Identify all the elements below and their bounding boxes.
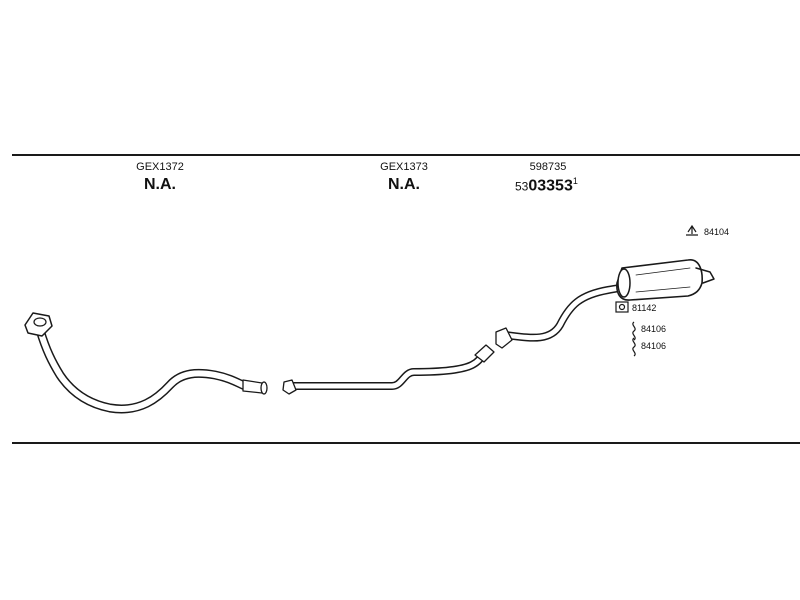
top-divider: [12, 154, 800, 156]
hanger-icon: [686, 224, 698, 236]
part-spring-number-1: 84106: [641, 324, 667, 334]
bottom-divider: [12, 442, 800, 444]
oem-suffix: 1: [572, 176, 578, 186]
spring-icon: [632, 321, 636, 341]
rear-muffler-code: 598735: [529, 161, 567, 173]
middle-pipe-status: N.A.: [388, 176, 420, 193]
part-icons: [615, 224, 698, 357]
oem-main: 03353: [528, 177, 573, 195]
front-pipe-code: GEX1372: [136, 161, 184, 173]
gasket-icon: [615, 301, 629, 313]
rear-muffler-oem-number: 53033531: [515, 176, 578, 195]
part-hanger-number: 84104: [704, 227, 730, 237]
middle-pipe: [282, 344, 495, 395]
part-spring-number-2: 84106: [641, 341, 667, 351]
oem-prefix: 53: [515, 179, 529, 194]
spring-icon-2: [632, 337, 636, 357]
front-pipe: [24, 312, 268, 414]
middle-pipe-code: GEX1373: [380, 161, 428, 173]
part-gasket-number: 81142: [632, 303, 657, 313]
front-pipe-status: N.A.: [144, 176, 176, 193]
rear-muffler-assembly: [495, 259, 715, 349]
